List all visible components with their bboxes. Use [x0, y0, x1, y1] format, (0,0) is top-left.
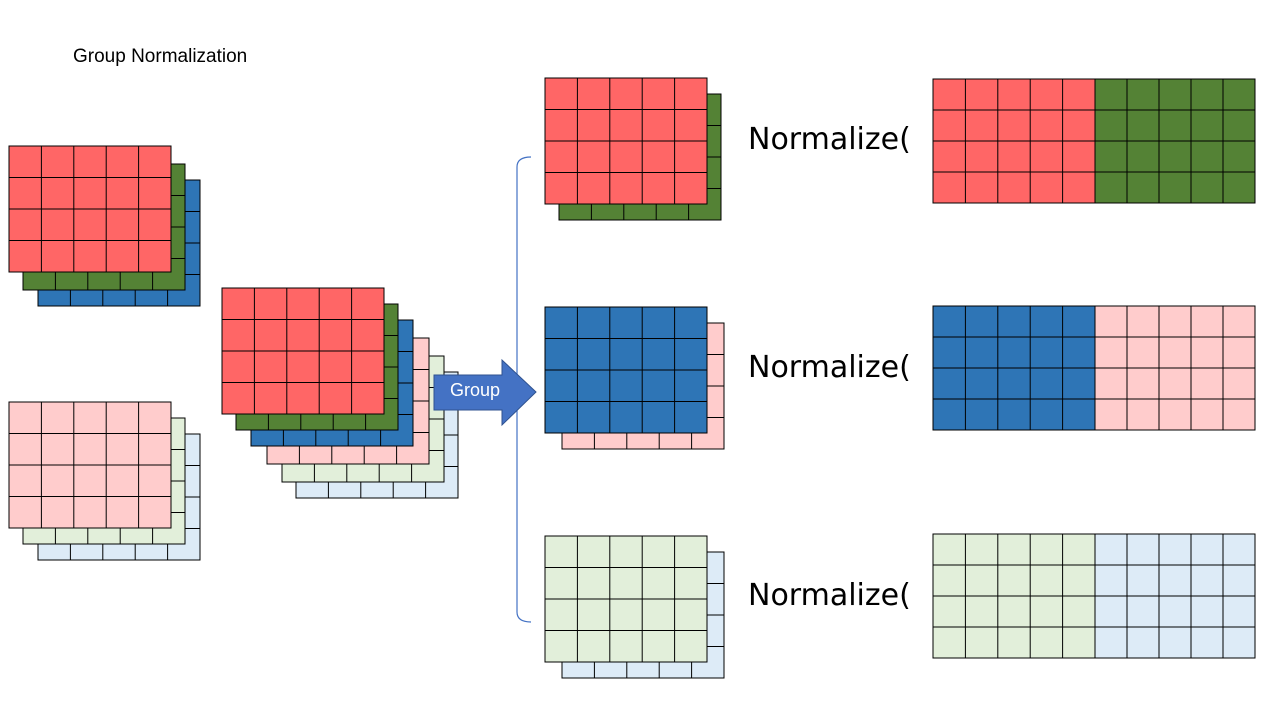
- mid-red-map: [221, 287, 385, 415]
- concat3-lightblue-part: [1094, 533, 1256, 659]
- group-arrow: [433, 358, 537, 427]
- concat2-blue-part: [932, 305, 1096, 431]
- concat1-green-part: [1094, 78, 1256, 204]
- concat1-red-part: [932, 78, 1096, 204]
- diagram-title: Group Normalization: [73, 46, 248, 67]
- normalize-label-3: Normalize(: [748, 578, 911, 613]
- concat2-pink-part: [1094, 305, 1256, 431]
- normalize-label-1: Normalize(: [748, 122, 911, 157]
- feature-map-stacks: [8, 77, 725, 679]
- group1-red-map: [544, 77, 708, 205]
- left-bottom-pink-map: [8, 401, 172, 529]
- left-top-red-map: [8, 145, 172, 273]
- normalize-label-2: Normalize(: [748, 350, 911, 385]
- concat3-lightgreen-part: [932, 533, 1096, 659]
- group3-lightgreen-map: [544, 535, 708, 663]
- concatenated-groups: [932, 78, 1256, 659]
- group2-blue-map: [544, 306, 708, 434]
